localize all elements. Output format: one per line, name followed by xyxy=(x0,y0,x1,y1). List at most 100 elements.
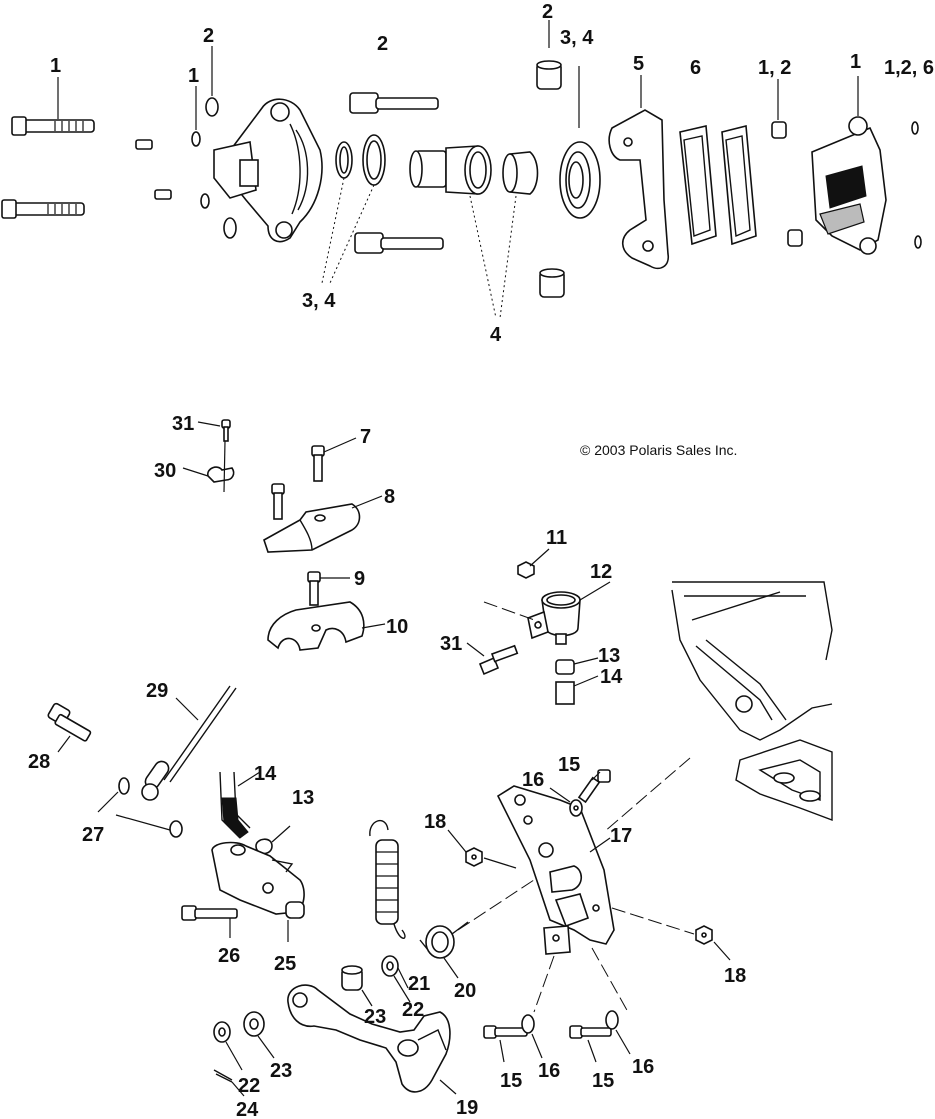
callout-bolt: 1 xyxy=(50,55,61,77)
callout-clamp-10: 10 xyxy=(386,616,408,638)
callout-bolt-15c: 15 xyxy=(592,1070,614,1092)
caliper-pin-upper xyxy=(349,92,439,114)
callout-washer-22a: 22 xyxy=(402,999,424,1021)
callout-nut-18b: 18 xyxy=(724,965,746,987)
callout-reservoir-12: 12 xyxy=(590,561,612,583)
hose-14 xyxy=(555,681,575,705)
callout-screw-31b: 31 xyxy=(440,633,462,655)
callout-bolt-28: 28 xyxy=(28,751,50,773)
callout-bolt-7: 7 xyxy=(360,426,371,448)
callout-seal-kit: 3, 4 xyxy=(560,27,594,49)
callout-clamp-13-left: 13 xyxy=(292,787,314,809)
o-rings-right xyxy=(911,121,922,249)
bleeder-fittings xyxy=(135,97,237,239)
callout-screw-31: 31 xyxy=(172,413,194,435)
callout-bushing: 2 xyxy=(542,1,553,23)
clamp-8 xyxy=(263,503,361,553)
bolt-28 xyxy=(47,702,92,742)
caliper-bracket xyxy=(608,109,670,270)
hose-14-left xyxy=(219,771,251,839)
grommet-13 xyxy=(555,659,575,675)
callout-spring-21: 21 xyxy=(408,973,430,995)
callout-washer-22b: 22 xyxy=(238,1075,260,1097)
callout-pads: 6 xyxy=(690,57,701,79)
bolt-7 xyxy=(311,445,325,482)
washer-16a xyxy=(569,799,583,817)
piston-small xyxy=(502,151,539,195)
callout-seal-kit-lower: 3, 4 xyxy=(302,290,336,312)
callout-plate-17: 17 xyxy=(610,825,632,847)
callout-clip-30: 30 xyxy=(154,460,176,482)
copyright-notice: © 2003 Polaris Sales Inc. xyxy=(580,442,737,458)
callout-hose-14: 14 xyxy=(600,666,623,688)
bolt-15b xyxy=(483,1025,528,1039)
brake-pedal-19 xyxy=(287,984,451,1093)
callout-bolt-9: 9 xyxy=(354,568,365,590)
screw-31 xyxy=(221,419,231,442)
bolt-7b xyxy=(271,483,285,520)
callout-bolt-15a: 15 xyxy=(558,754,580,776)
washer-23b xyxy=(243,1011,265,1037)
cotter-pin-24 xyxy=(213,1069,233,1083)
pin-bushing-lower xyxy=(539,268,565,298)
caliper-body-outer xyxy=(811,76,887,255)
callout-washer: 2 xyxy=(203,25,214,47)
callout-cable-29: 29 xyxy=(146,680,168,702)
callout-hose-14-left: 14 xyxy=(254,763,277,785)
callout-bolt-15b: 15 xyxy=(500,1070,522,1092)
clip-30 xyxy=(207,466,235,483)
callout-washer-16b: 16 xyxy=(538,1060,560,1082)
frame-section xyxy=(603,581,833,833)
master-cylinder-25 xyxy=(211,841,305,919)
spring-21 xyxy=(369,819,406,939)
callout-spring-20: 20 xyxy=(454,980,476,1002)
callout-bushing-23a: 23 xyxy=(364,1006,386,1028)
caliper-piston xyxy=(409,145,492,195)
washer-22b xyxy=(213,1021,231,1043)
callout-caliper-kit: 1,2, 6 xyxy=(884,57,934,79)
callout-nut-11: 11 xyxy=(546,527,567,549)
callout-washer-23b: 23 xyxy=(270,1060,292,1082)
callout-pedal-19: 19 xyxy=(456,1097,478,1119)
washer-16c xyxy=(605,1010,619,1030)
cable-29 xyxy=(141,685,237,801)
brake-pads xyxy=(679,124,757,246)
bolt-9 xyxy=(307,571,321,606)
callout-washer-27: 27 xyxy=(82,824,104,846)
caliper-bushings xyxy=(771,121,803,247)
callout-grommet-13: 13 xyxy=(598,645,620,667)
pin-bushing-upper xyxy=(536,60,562,90)
spring-20 xyxy=(419,921,469,959)
screw-31b xyxy=(478,644,519,676)
mounting-plate-17 xyxy=(496,785,615,955)
washer-16b xyxy=(521,1014,535,1034)
callout-piston: 4 xyxy=(490,324,502,346)
callout-bracket: 5 xyxy=(633,53,644,75)
bolt-15c xyxy=(569,1025,612,1039)
callout-cotter-24: 24 xyxy=(236,1099,259,1119)
washers-27 xyxy=(118,777,183,838)
callout-clamp-8: 8 xyxy=(384,486,395,508)
caliper-bolt-upper xyxy=(11,116,95,136)
nut-18a xyxy=(465,847,483,867)
callout-fitting: 1 xyxy=(188,65,199,87)
piston-seals xyxy=(335,134,386,186)
reservoir-12 xyxy=(527,591,581,645)
bushing-23a xyxy=(341,965,363,991)
clamp-10 xyxy=(267,601,365,651)
callout-nut-18a: 18 xyxy=(424,811,446,833)
washer-22a xyxy=(381,955,399,977)
caliper-pin-lower xyxy=(354,232,444,254)
callout-caliper-outer: 1 xyxy=(850,51,861,73)
callout-bolt-26: 26 xyxy=(218,945,240,967)
callout-pin-bushing: 1, 2 xyxy=(758,57,791,79)
caliper-seal-large xyxy=(559,141,601,219)
callout-cylinder-25: 25 xyxy=(274,953,296,975)
callout-washer-16c: 16 xyxy=(632,1056,654,1078)
caliper-body-inner xyxy=(213,98,323,243)
caliper-bolt-lower xyxy=(1,199,85,219)
callout-pin: 2 xyxy=(377,33,388,55)
bolt-15a xyxy=(577,769,611,804)
